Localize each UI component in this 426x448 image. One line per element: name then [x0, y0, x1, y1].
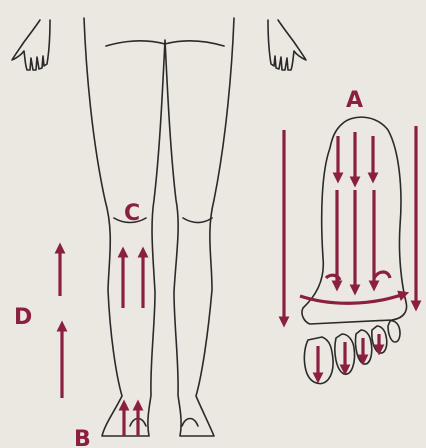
right-foot-toe — [182, 419, 198, 427]
legs-outline — [84, 18, 234, 436]
label-group: A B C D — [14, 88, 363, 448]
arrow-a-hook-right — [374, 272, 390, 278]
toe-fifth-outline — [388, 321, 400, 342]
arrow-a-curved — [300, 294, 404, 303]
arrow-a-hook-left — [326, 275, 340, 280]
direction-arrows — [60, 126, 416, 436]
label-b: B — [74, 427, 91, 448]
left-hand-outline — [12, 20, 50, 70]
right-hand-outline — [268, 20, 306, 70]
label-d: D — [14, 305, 32, 330]
right-knee-outline — [183, 218, 212, 223]
body-figure — [12, 18, 306, 436]
label-a: A — [346, 88, 363, 113]
label-c: C — [124, 201, 140, 226]
